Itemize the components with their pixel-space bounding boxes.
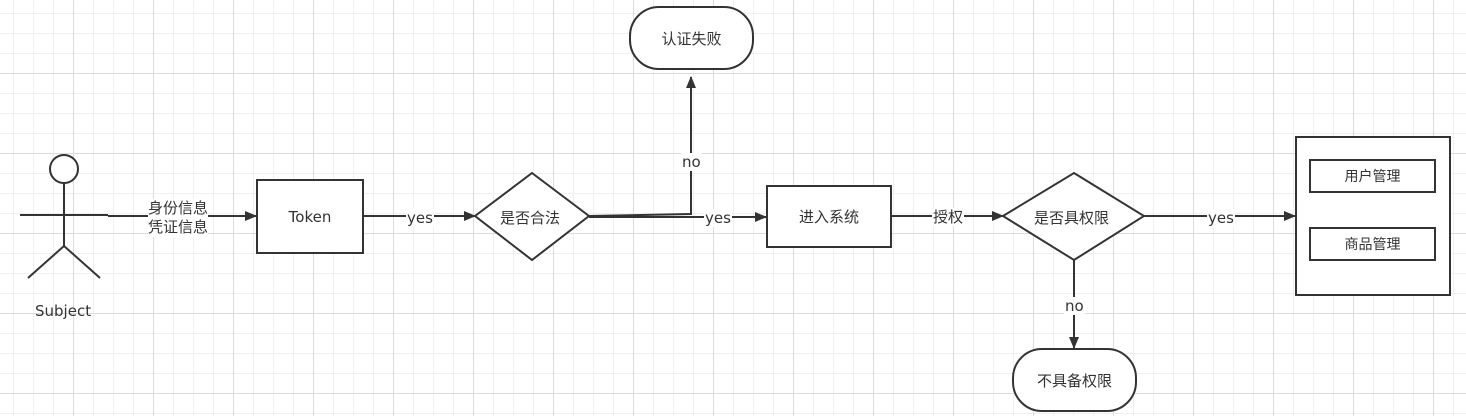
edge-label-legal-yes: yes — [704, 209, 732, 227]
edge-label-permission-yes: yes — [1207, 209, 1235, 227]
edge-label-token-yes: yes — [406, 209, 434, 227]
edge-label-permission-no: no — [1064, 297, 1085, 315]
permission-check-diamond[interactable] — [1001, 171, 1146, 262]
actor-head — [49, 154, 79, 184]
product-management-label: 商品管理 — [1344, 237, 1401, 253]
user-management-node[interactable]: 用户管理 — [1309, 159, 1436, 193]
token-node[interactable]: Token — [256, 179, 364, 254]
actor-label: Subject — [35, 302, 92, 320]
actor-right-leg — [63, 245, 101, 279]
edge-label-credentials: 身份信息 凭证信息 — [148, 199, 209, 237]
legal-check-label: 是否合法 — [500, 209, 561, 227]
enter-system-label: 进入系统 — [798, 208, 859, 226]
auth-failed-label: 认证失败 — [661, 29, 722, 48]
no-permission-label: 不具备权限 — [1036, 371, 1112, 390]
user-management-label: 用户管理 — [1344, 169, 1401, 185]
auth-failed-node[interactable]: 认证失败 — [629, 6, 754, 70]
edge-label-credentials-line2: 凭证信息 — [148, 218, 209, 236]
actor-left-leg — [27, 245, 65, 279]
legal-check-diamond[interactable] — [473, 171, 591, 262]
no-permission-node[interactable]: 不具备权限 — [1012, 348, 1137, 412]
actor-figure — [20, 154, 108, 279]
edge-label-credentials-line1: 身份信息 — [148, 199, 209, 217]
product-management-node[interactable]: 商品管理 — [1309, 227, 1436, 261]
permission-check-label: 是否具权限 — [1034, 209, 1110, 227]
edge-label-legal-no: no — [681, 153, 702, 171]
enter-system-node[interactable]: 进入系统 — [766, 185, 892, 248]
edge-legal-check-to-auth-failed — [588, 76, 696, 217]
token-label: Token — [288, 207, 332, 226]
edge-label-authorize: 授权 — [932, 208, 965, 226]
